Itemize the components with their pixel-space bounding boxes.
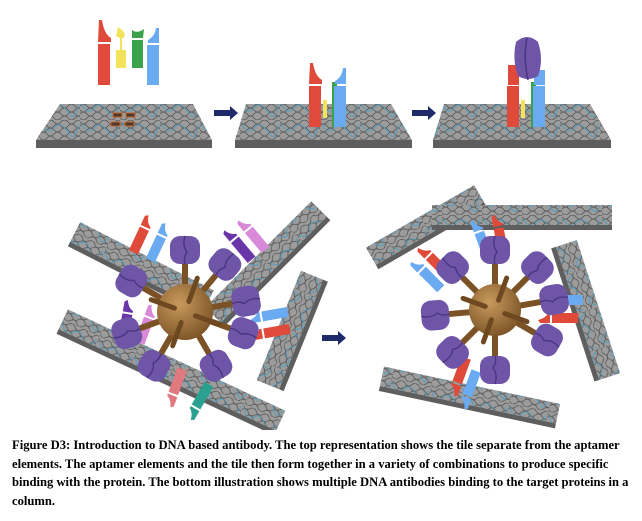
protein-blob xyxy=(137,349,171,382)
target-protein-cluster xyxy=(420,235,569,385)
protein-blob xyxy=(436,336,469,369)
protein-blob xyxy=(420,299,450,331)
top-step-1 xyxy=(36,20,212,148)
arrow-1 xyxy=(214,106,238,120)
tile xyxy=(433,104,611,140)
tile xyxy=(256,270,328,392)
aptamer-salmon xyxy=(167,367,187,408)
protein-blob xyxy=(111,317,143,350)
core-sphere xyxy=(469,284,521,336)
protein-blob xyxy=(115,264,148,298)
protein-blob xyxy=(231,285,261,317)
tile-edge xyxy=(433,140,611,148)
tile-edge xyxy=(235,140,412,148)
protein-blob xyxy=(539,283,569,316)
target-protein-cluster xyxy=(111,235,261,382)
protein-blob xyxy=(208,248,242,281)
protein-blob xyxy=(480,355,510,385)
aptamer-red xyxy=(507,65,519,127)
target-protein xyxy=(514,37,541,81)
protein-column-after xyxy=(365,185,621,429)
aptamer-yellow xyxy=(116,27,126,68)
aptamer-green xyxy=(132,29,144,68)
protein-blob xyxy=(521,251,554,284)
tile xyxy=(235,104,412,140)
aptamer-red xyxy=(451,356,471,397)
protein-blob xyxy=(199,349,233,382)
protein-blob xyxy=(530,323,563,357)
aptamer-blue xyxy=(410,261,445,293)
aptamer-red xyxy=(98,20,111,85)
arrow-3 xyxy=(322,331,346,345)
aptamer-blue xyxy=(147,28,159,85)
aptamer-purple xyxy=(223,230,256,264)
tile-edge xyxy=(36,140,212,148)
protein-blob xyxy=(170,235,200,265)
aptamer-teal xyxy=(189,381,214,421)
aptamer-pink xyxy=(237,220,270,254)
dna-antibody-illustration xyxy=(36,20,621,430)
core-sphere xyxy=(157,284,213,340)
aptamer-red xyxy=(309,63,322,127)
tile-binding-sites xyxy=(110,112,136,127)
protein-blob xyxy=(227,317,259,350)
aptamer-blue xyxy=(461,369,481,410)
aptamer-blue xyxy=(145,223,168,263)
protein-column-before xyxy=(56,201,331,430)
aptamer-red xyxy=(538,313,578,323)
top-step-3 xyxy=(433,37,611,148)
tile xyxy=(36,104,212,140)
tile xyxy=(432,205,612,230)
protein-blob xyxy=(436,251,469,284)
top-step-2 xyxy=(235,63,412,148)
protein-blob xyxy=(480,235,510,265)
arrow-2 xyxy=(412,106,436,120)
aptamer-blue xyxy=(533,70,545,127)
aptamer-blue xyxy=(334,68,346,127)
aptamer-red xyxy=(128,215,151,255)
figure-caption: Figure D3: Introduction to DNA based ant… xyxy=(12,438,629,508)
